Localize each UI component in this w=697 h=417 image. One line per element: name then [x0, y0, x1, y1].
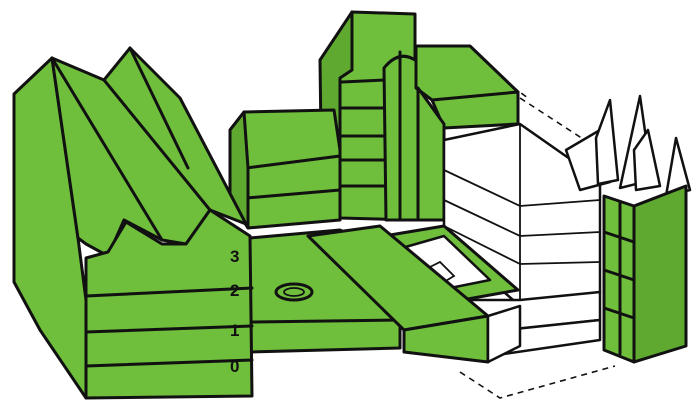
floor-label-3: 3: [230, 247, 239, 266]
left-middle-building: [230, 110, 340, 228]
floor-label-0: 0: [230, 357, 239, 376]
fountain-ring: [276, 284, 312, 300]
floor-label-1: 1: [230, 321, 239, 340]
main-left-building: [14, 48, 252, 398]
floor-label-2: 2: [230, 281, 239, 300]
